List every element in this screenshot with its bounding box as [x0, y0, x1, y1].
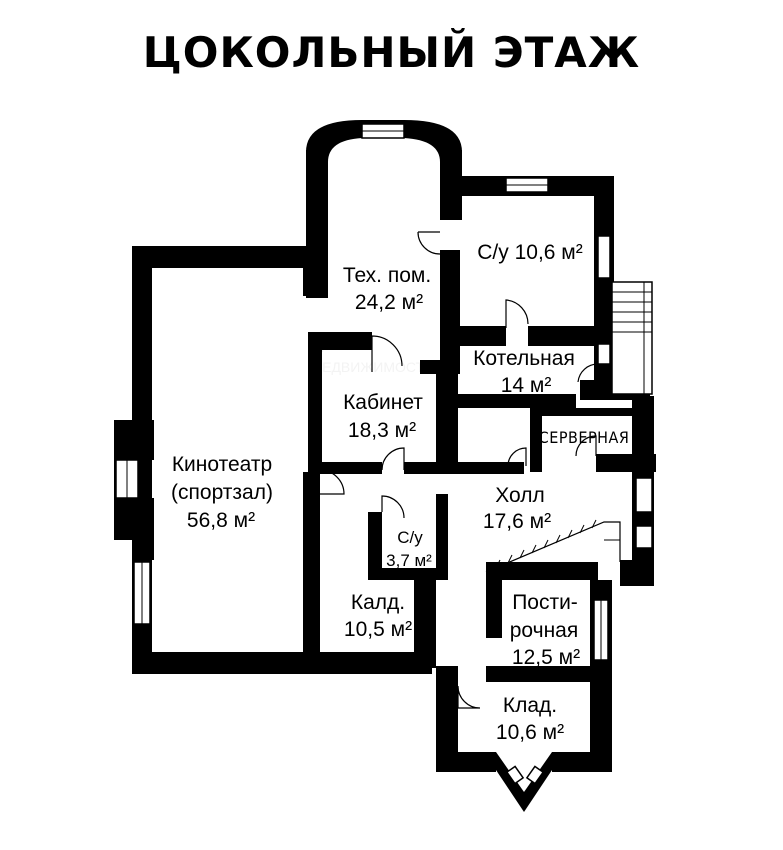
wall-storage-east [590, 666, 612, 772]
wall-boiler-bottom [456, 394, 576, 408]
room-storage-name: Клад. [503, 694, 557, 717]
wall-bay-lower [132, 540, 154, 560]
window-bay-right [525, 765, 545, 785]
plan-title: ЦОКОЛЬНЫЙ ЭТАЖ [142, 28, 641, 77]
wall-laundry-north [486, 562, 598, 580]
wall-laundry-south [486, 666, 612, 682]
door-server-right [575, 435, 597, 457]
door-storage [457, 685, 481, 709]
room-labels: Тех. пом. 24,2 м² С/у 10,6 м² Котельная … [171, 241, 629, 744]
room-storage-area: 10,6 м² [496, 721, 564, 744]
wall-storage-west [436, 666, 458, 772]
wall-wc2-east [436, 494, 448, 580]
wall-tech-west [306, 150, 328, 298]
wall-wc1-south-right [528, 326, 598, 346]
wall-cinema-east-bottom [303, 472, 320, 654]
door-boiler-east [577, 363, 599, 383]
wall-tech-east-top [440, 150, 462, 220]
wall-tech-east-bottom [440, 250, 460, 365]
door-boiler [505, 299, 529, 328]
room-laundry-name2: рочная [510, 619, 579, 642]
wall-wc2-north [368, 512, 382, 520]
wall-storage-bay [484, 752, 564, 812]
room-office-area: 18,3 м² [348, 419, 416, 442]
wall-server-north [530, 408, 634, 416]
stairs-steps [495, 519, 620, 569]
room-boiler-area: 14 м² [501, 374, 552, 397]
window-hall-2 [635, 525, 653, 549]
wall-office-south-right [404, 462, 524, 474]
wall-kald-east [414, 578, 436, 668]
room-cinema-sub: (спортзал) [171, 481, 273, 504]
room-tech-area: 24,2 м² [355, 291, 423, 314]
door-server-left [507, 447, 527, 467]
room-kald-name: Калд. [351, 591, 405, 614]
room-office-name: Кабинет [343, 391, 423, 414]
room-server-name: СЕРВЕРНАЯ [539, 428, 630, 447]
watermark-line2: НЕДВИЖИМОСТИ [312, 359, 434, 375]
window-wc1-east [597, 235, 611, 279]
wall-office-south-left [320, 462, 382, 474]
window-boiler [597, 343, 611, 365]
window-hall [635, 477, 653, 513]
room-wc2-name: С/у [397, 528, 423, 547]
wall-server-west [530, 408, 542, 472]
wall-wc2-south [368, 568, 448, 580]
room-hall-area: 17,6 м² [483, 510, 551, 533]
wall-wc2-west [368, 512, 382, 578]
walls [114, 120, 656, 812]
wall-laundry-west [486, 562, 502, 638]
door-office-north [371, 335, 403, 372]
external-stairs [611, 281, 653, 395]
doors [319, 231, 653, 709]
wall-office-north-left [308, 332, 372, 350]
wall-wc1-south-left [456, 326, 506, 346]
wall-storage-south-left [436, 752, 496, 772]
wall-office-west [308, 332, 322, 472]
room-boiler-name: Котельная [473, 347, 575, 370]
room-tech-name: Тех. пом. [343, 264, 431, 287]
room-wc1-label: С/у 10,6 м² [477, 241, 582, 264]
door-office-south [381, 447, 405, 471]
room-cinema-area: 56,8 м² [187, 509, 255, 532]
door-wc2 [381, 495, 405, 519]
room-wc2-area: 3,7 м² [386, 551, 432, 570]
window-bay-left [505, 765, 525, 785]
room-kald-area: 10,5 м² [344, 618, 412, 641]
wall-storage-south-right [552, 752, 612, 772]
wall-office-east [436, 360, 458, 464]
wall-tower-arc-left [306, 120, 362, 162]
wall-stair-corner [620, 560, 654, 586]
door-cinema [319, 469, 345, 495]
windows [115, 123, 653, 785]
door-wc1 [417, 231, 441, 255]
wall-cinema-north [132, 246, 320, 268]
room-hall-name: Холл [495, 484, 545, 507]
room-laundry-name1: Пости- [512, 591, 578, 614]
room-cinema-name: Кинотеатр [172, 453, 272, 476]
wall-wc1-east [594, 176, 614, 386]
wall-tower-arc-right [404, 120, 462, 162]
wall-tower-top [362, 120, 404, 126]
wall-cinema-south [132, 652, 432, 674]
room-laundry-area: 12,5 м² [512, 646, 580, 669]
